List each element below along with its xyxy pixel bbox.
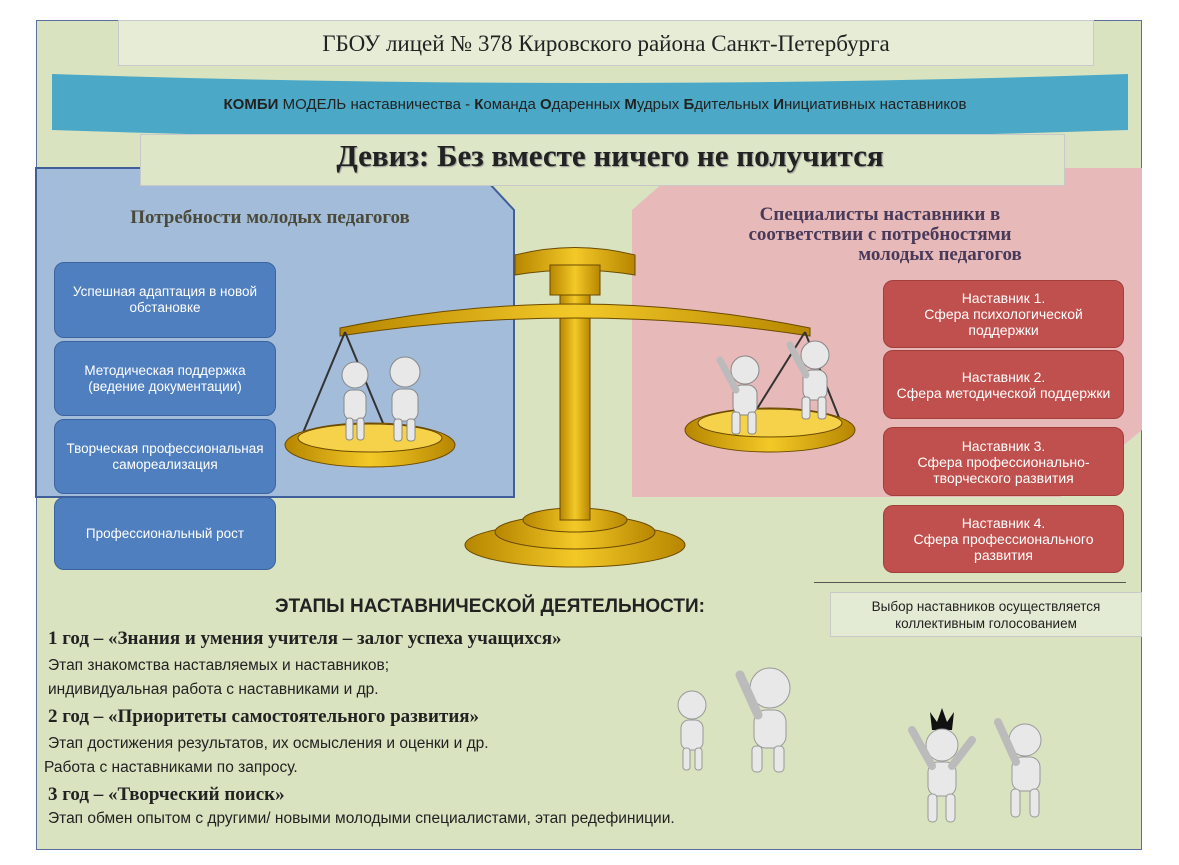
- motto: Девиз: Без вместе ничего не получится: [336, 138, 884, 173]
- year2-line1: Этап достижения результатов, их осмыслен…: [48, 735, 489, 752]
- banner-ribbon: [52, 74, 1128, 139]
- cheering-figures-icon: [716, 340, 830, 435]
- year1-line2: индивидуальная работа с наставниками и д…: [48, 681, 379, 698]
- mentors-heading: Специалисты наставники в соответствии с …: [748, 204, 1022, 265]
- needs-heading: Потребности молодых педагогов: [130, 207, 410, 228]
- mentor-item-2: Наставник 2. Сфера методической поддержк…: [883, 350, 1124, 419]
- bottom-figures-pair: [677, 667, 791, 773]
- stages-title: ЭТАПЫ НАСТАВНИЧЕСКОЙ ДЕЯТЕЛЬНОСТИ:: [275, 596, 705, 617]
- banner-bold-1: К: [474, 96, 484, 113]
- year3-heading: 3 год – «Творческий поиск»: [48, 784, 285, 805]
- banner-bold-4: Б: [683, 96, 695, 113]
- mentor-item-4: Наставник 4. Сфера профессионального раз…: [883, 505, 1124, 573]
- need-item-adaptation: Успешная адаптация в новой обстановке: [54, 262, 276, 338]
- banner-text-0: МОДЕЛЬ наставничества -: [278, 96, 475, 113]
- scales-icon: [284, 247, 856, 568]
- year1-line1: Этап знакомства наставляемых и наставник…: [48, 657, 390, 674]
- banner-text-5: нициативных наставников: [784, 96, 967, 113]
- need-item-methodical: Методическая поддержка (ведение документ…: [54, 341, 276, 416]
- crown-figure-icon: [908, 708, 1042, 823]
- banner-text-4: дительных: [694, 96, 774, 113]
- banner-text: КОМБИ МОДЕЛЬ наставничества - Команда Од…: [60, 96, 1130, 113]
- year3-line1: Этап обмен опытом с другими/ новыми моло…: [48, 810, 675, 827]
- banner-text-3: удрых: [636, 96, 684, 113]
- vote-note: Выбор наставников осуществляется коллект…: [830, 592, 1142, 637]
- banner-bold-5: И: [773, 96, 785, 113]
- need-item-creative: Творческая профессиональная самореализац…: [54, 419, 276, 494]
- mentor-item-3: Наставник 3. Сфера профессионально-творч…: [883, 427, 1124, 496]
- divider: [814, 582, 1126, 583]
- thinking-figures-icon: [341, 356, 421, 442]
- mentor-item-1: Наставник 1. Сфера психологической подде…: [883, 280, 1124, 348]
- year2-heading: 2 год – «Приоритеты самостоятельного раз…: [48, 706, 480, 727]
- banner-bold-2: О: [539, 96, 552, 113]
- banner-bold-0: КОМБИ: [223, 96, 279, 113]
- year1-heading: 1 год – «Знания и умения учителя – залог…: [48, 628, 562, 649]
- motto-frame: [140, 134, 1065, 186]
- school-title: ГБОУ лицей № 378 Кировского района Санкт…: [118, 20, 1094, 66]
- year2-line2: Работа с наставниками по запросу.: [44, 759, 298, 776]
- banner-text-1: оманда: [483, 96, 540, 113]
- banner-bold-3: М: [624, 96, 637, 113]
- need-item-growth: Профессиональный рост: [54, 497, 276, 570]
- banner-text-2: даренных: [551, 96, 625, 113]
